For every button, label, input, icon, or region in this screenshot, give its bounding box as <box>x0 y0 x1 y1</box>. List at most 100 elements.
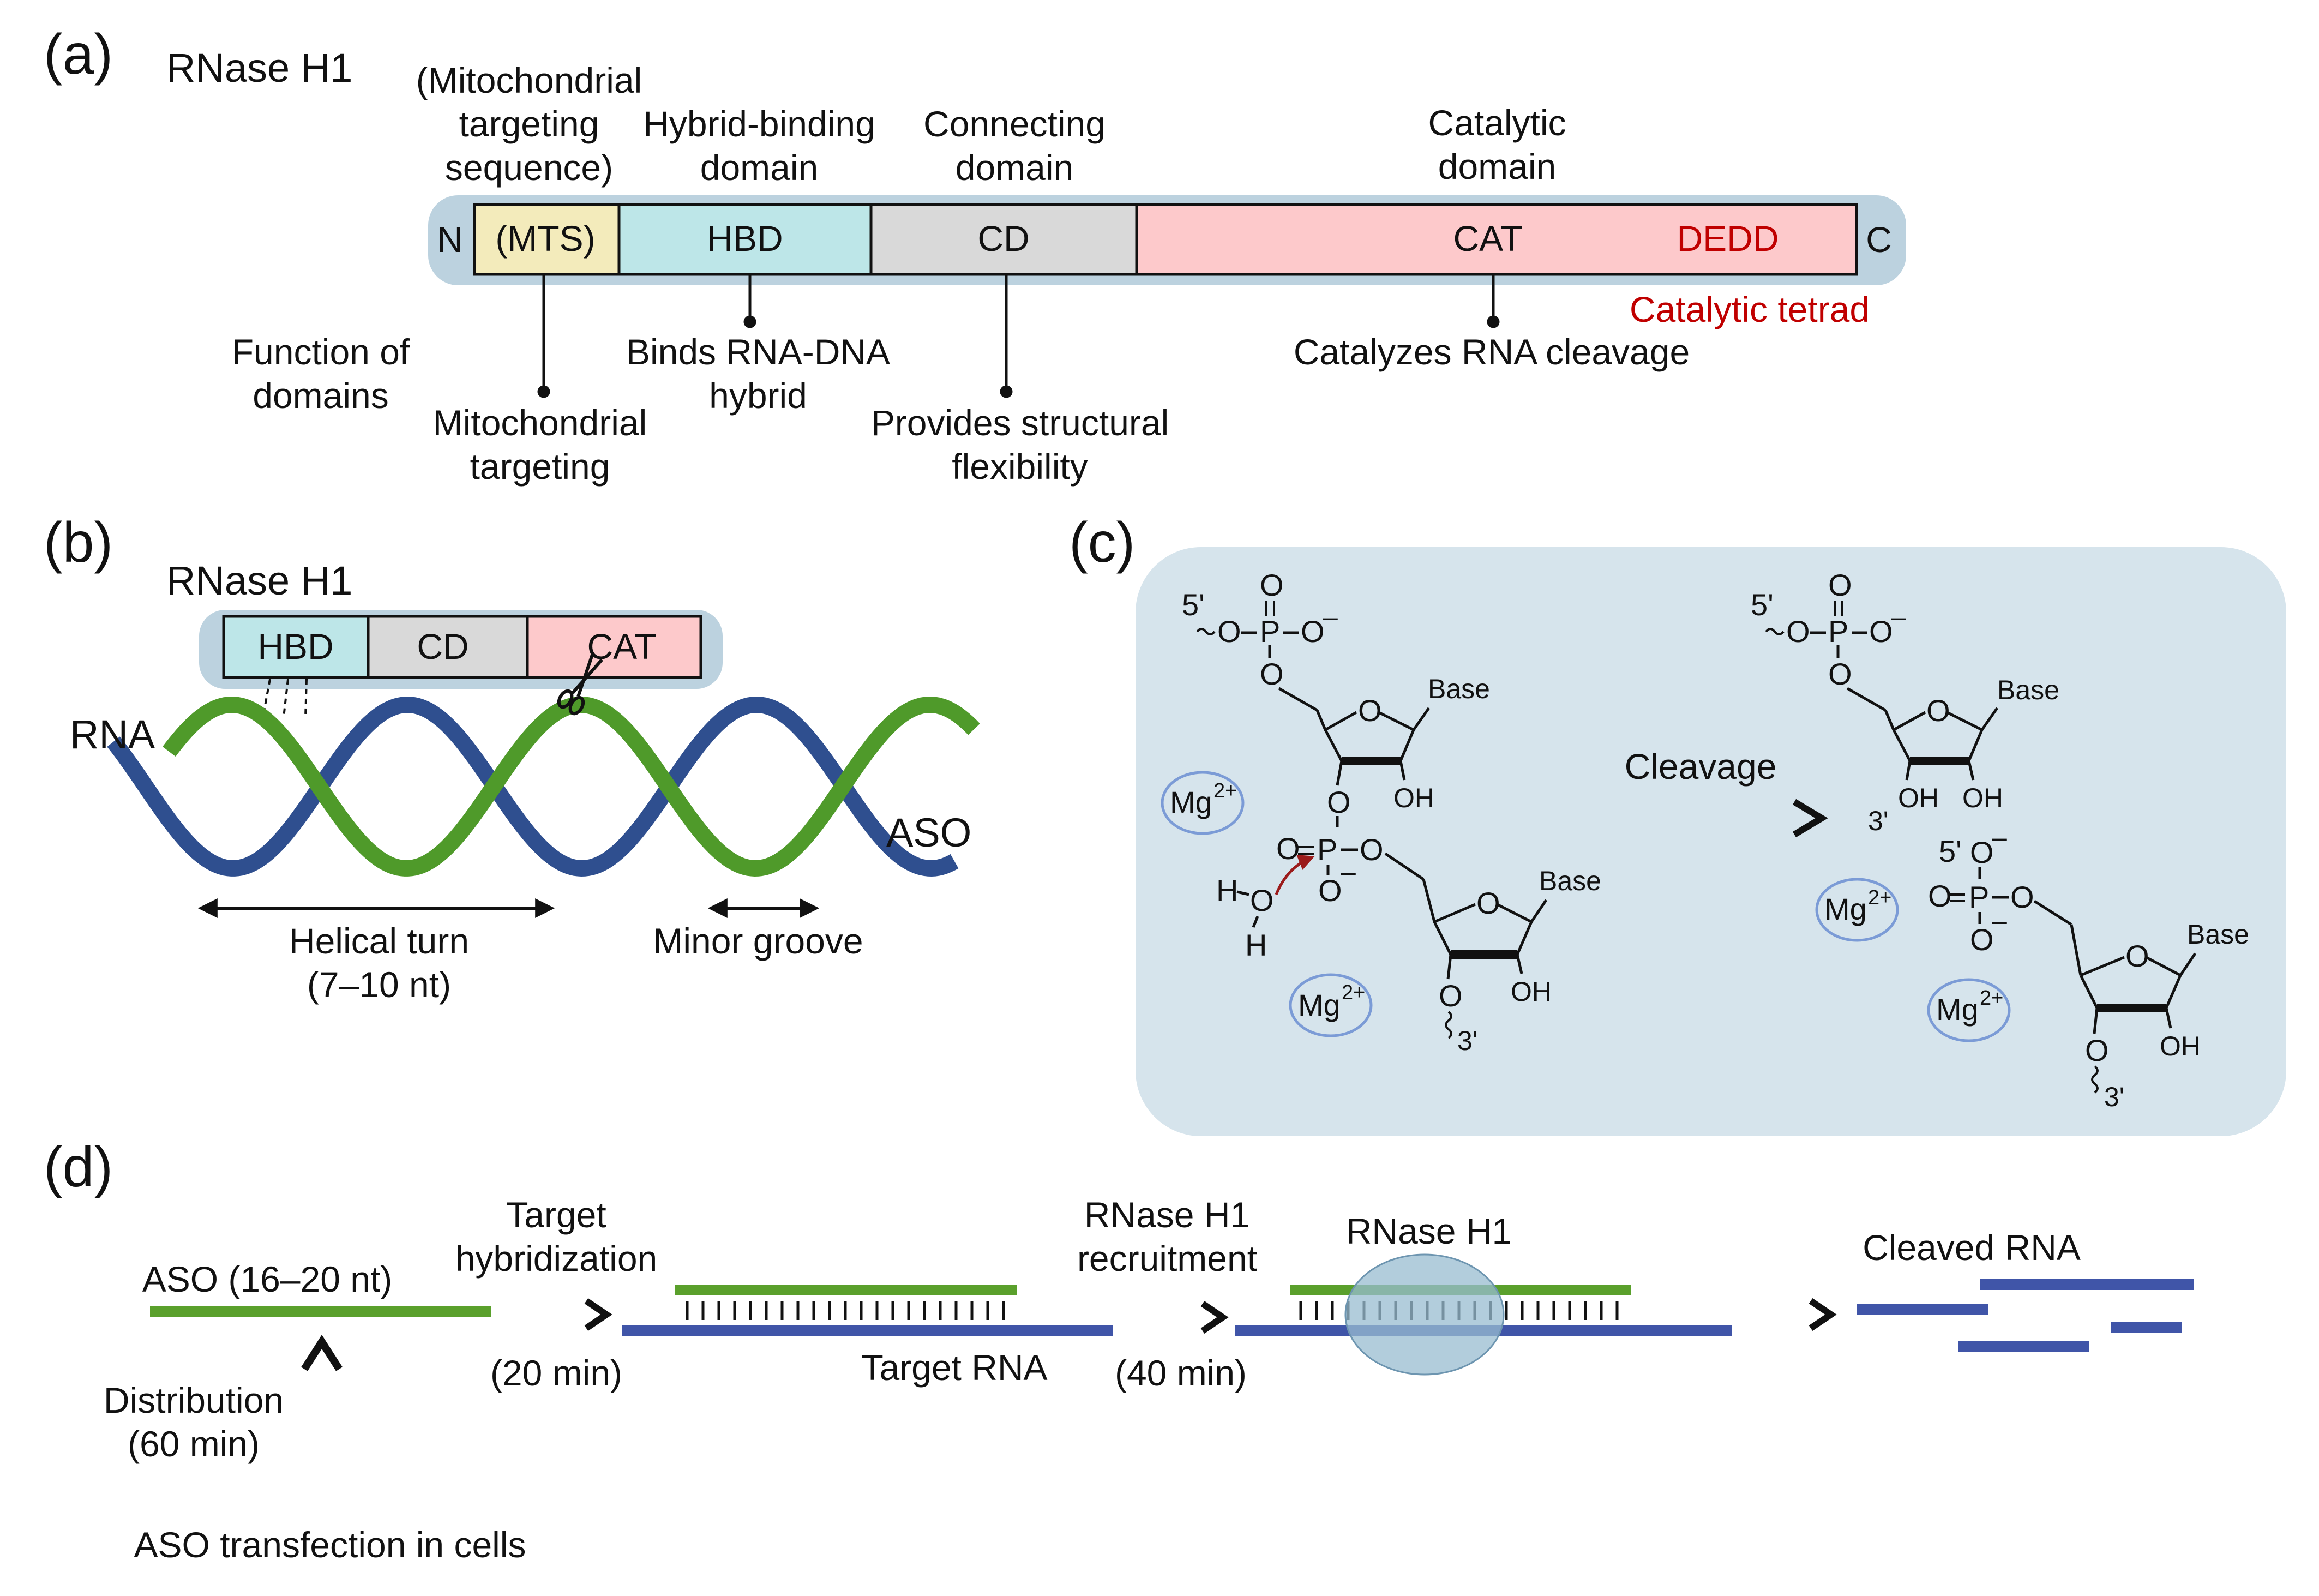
panel-b-title: RNase H1 <box>166 558 352 603</box>
dedd-motif-label: DEDD <box>1677 218 1779 259</box>
svg-text:5': 5' <box>1182 587 1205 622</box>
svg-text:Function of: Function of <box>232 332 410 372</box>
step2-arrowhead <box>1200 1301 1229 1334</box>
step2-time: (40 min) <box>1115 1353 1247 1393</box>
cleavage-arrowhead <box>1792 799 1828 838</box>
hbd-function: Binds RNA-DNA hybrid <box>626 332 890 416</box>
n-terminal-label: N <box>437 219 463 260</box>
cat-domain-name: Catalytic domain <box>1428 103 1566 187</box>
rna-label: RNA <box>70 712 155 757</box>
svg-text:Mitochondrial: Mitochondrial <box>433 403 647 443</box>
panel-d: (d) ASO (16–20 nt) Distribution (60 min)… <box>44 1136 2194 1565</box>
svg-text:5': 5' <box>1939 834 1962 868</box>
minor-groove-label: Minor groove <box>653 921 863 961</box>
svg-text:–: – <box>1323 602 1338 632</box>
svg-text:O: O <box>1260 657 1284 691</box>
panel-c: (c) 5' O P O – O O <box>1069 511 2286 1136</box>
helical-turn-nt: (7–10 nt) <box>307 964 451 1005</box>
svg-text:O: O <box>1828 657 1852 691</box>
mg-ion-1: Mg 2+ <box>1161 771 1245 835</box>
hbd-box-label: HBD <box>707 218 783 259</box>
svg-text:sequence): sequence) <box>445 147 613 188</box>
cleavage-label: Cleavage <box>1625 746 1777 787</box>
svg-text:Base: Base <box>2187 919 2249 950</box>
aso-length-label: ASO (16–20 nt) <box>142 1259 393 1299</box>
svg-text:O: O <box>1928 879 1952 913</box>
svg-text:P: P <box>1828 614 1848 649</box>
function-leader-lines <box>537 274 1500 398</box>
rnase-h1-enzyme <box>1344 1253 1505 1376</box>
svg-text:–: – <box>1891 602 1906 632</box>
svg-text:O: O <box>1828 568 1852 602</box>
svg-text:–: – <box>1341 856 1356 887</box>
cd-function: Provides structural flexibility <box>871 403 1169 487</box>
svg-text:2+: 2+ <box>1342 981 1365 1004</box>
step2-label-line1: RNase H1 <box>1084 1195 1250 1235</box>
svg-text:O: O <box>2125 939 2149 973</box>
svg-text:O: O <box>1327 785 1351 819</box>
duplex-base-pairs-1 <box>686 1301 1005 1320</box>
panel-b-letter: (b) <box>44 511 113 574</box>
svg-text:targeting: targeting <box>459 104 599 144</box>
svg-text:targeting: targeting <box>470 446 610 487</box>
svg-text:hybrid: hybrid <box>709 375 807 416</box>
distribution-arrowhead <box>301 1335 343 1371</box>
svg-text:Mg: Mg <box>1170 785 1212 819</box>
panel-a-letter: (a) <box>44 23 113 86</box>
mg-ion-3: Mg 2+ <box>1815 878 1899 942</box>
rna-strand <box>107 696 959 877</box>
panel-d-letter: (d) <box>44 1136 113 1199</box>
svg-text:OH: OH <box>1511 976 1552 1007</box>
svg-text:Base: Base <box>1539 866 1601 896</box>
mg-ion-2: Mg 2+ <box>1289 973 1373 1037</box>
svg-text:O: O <box>1360 832 1384 867</box>
svg-text:O: O <box>1260 568 1284 602</box>
svg-text:O: O <box>1439 979 1463 1013</box>
hbd-label-b: HBD <box>257 626 333 667</box>
helical-turn-label: Helical turn <box>289 921 469 961</box>
svg-text:Provides structural: Provides structural <box>871 403 1169 443</box>
svg-text:domains: domains <box>253 375 388 416</box>
scissors-icon <box>557 653 603 716</box>
reactant-structure: 5' O P O – O O <box>1182 568 1601 1056</box>
svg-text:2+: 2+ <box>1868 886 1891 909</box>
cleaved-rna-fragments <box>1857 1279 2194 1352</box>
panel-a-title: RNase H1 <box>166 45 352 91</box>
svg-text:domain: domain <box>700 147 818 188</box>
cd-box-b <box>367 615 529 679</box>
svg-text:O: O <box>1318 873 1342 908</box>
step1-label-line1: Target <box>506 1195 606 1235</box>
svg-text:O: O <box>1250 883 1274 917</box>
product-structure-1: 5' O P O – O O <box>1751 568 2059 836</box>
svg-text:OH: OH <box>1962 783 2003 813</box>
step3-arrowhead <box>1809 1298 1837 1331</box>
svg-text:Mg: Mg <box>1298 988 1341 1022</box>
mts-domain-name: (Mitochondrial targeting sequence) <box>416 60 642 188</box>
distribution-label: Distribution <box>104 1380 284 1420</box>
svg-text:flexibility: flexibility <box>952 446 1088 487</box>
target-rna-label: Target RNA <box>861 1347 1047 1388</box>
panel-a: (a) RNase H1 (Mitochondrial targeting se… <box>44 23 1906 487</box>
svg-text:O: O <box>1358 693 1382 728</box>
svg-text:O: O <box>1970 922 1994 957</box>
step1-time: (20 min) <box>490 1353 622 1393</box>
nucleophilic-attack-arrow <box>1275 854 1315 895</box>
svg-text:O: O <box>1970 835 1994 869</box>
cat-function: Catalyzes RNA cleavage <box>1294 332 1690 372</box>
mg-ion-4: Mg 2+ <box>1927 978 2011 1042</box>
svg-text:OH: OH <box>2160 1031 2201 1061</box>
cd-domain-name: Connecting domain <box>923 104 1106 188</box>
svg-text:H: H <box>1245 928 1267 962</box>
rnase-h1-label: RNase H1 <box>1346 1211 1512 1251</box>
svg-text:P: P <box>1260 614 1280 649</box>
svg-text:domain: domain <box>956 147 1073 188</box>
svg-text:P: P <box>1969 880 1989 914</box>
hbd-box-b <box>222 615 370 679</box>
svg-text:Connecting: Connecting <box>923 104 1106 144</box>
svg-text:3': 3' <box>1868 806 1888 836</box>
svg-text:Binds RNA-DNA: Binds RNA-DNA <box>626 332 890 372</box>
svg-text:Base: Base <box>1997 675 2059 705</box>
cat-box <box>1135 203 1858 276</box>
